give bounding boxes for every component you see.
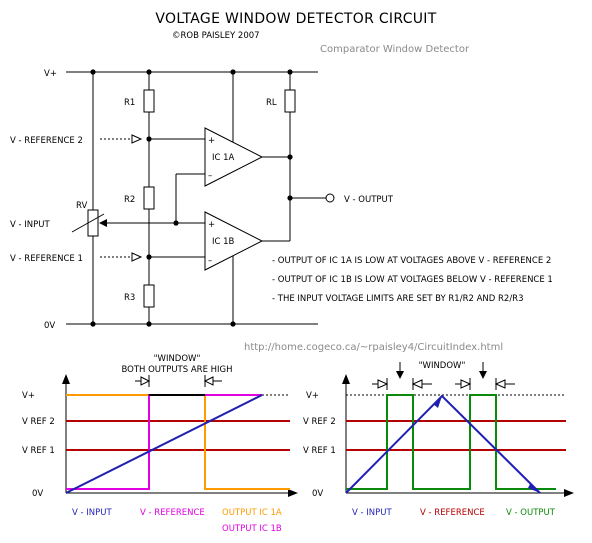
- r3-resistor: [143, 284, 155, 308]
- rv-label: RV: [76, 201, 87, 211]
- left-graph: V+ V REF 2 V REF 1 0V "WINDOW" BOTH OUTP…: [22, 354, 298, 534]
- rl-label: RL: [266, 98, 277, 108]
- v-input-label: V - INPUT: [10, 220, 50, 230]
- ic1b-label: IC 1B: [212, 237, 235, 247]
- vplus-label: V+: [44, 69, 57, 79]
- svg-text:+: +: [208, 136, 215, 146]
- left-legend-out-a: OUTPUT IC 1A: [222, 508, 282, 518]
- svg-text:V+: V+: [22, 391, 35, 401]
- svg-text:V REF 2: V REF 2: [303, 417, 336, 427]
- v-ref1-label: V - REFERENCE 1: [10, 254, 83, 264]
- input-arrowhead: [99, 219, 107, 227]
- v-ref2-label: V - REFERENCE 2: [10, 136, 83, 146]
- note-1: - OUTPUT OF IC 1A IS LOW AT VOLTAGES ABO…: [272, 256, 551, 266]
- r2-resistor: [143, 186, 155, 210]
- right-legend-reference: V - REFERENCE: [420, 508, 485, 518]
- svg-text:V REF 1: V REF 1: [22, 446, 55, 456]
- r2-label: R2: [124, 195, 135, 205]
- left-output-ic1b: [66, 394, 205, 490]
- left-output-ic1a: [66, 394, 290, 490]
- svg-text:V REF 1: V REF 1: [303, 446, 336, 456]
- svg-text:–: –: [208, 256, 212, 266]
- left-window-desc: BOTH OUTPUTS ARE HIGH: [121, 365, 232, 375]
- ic1a-opamp: [204, 127, 264, 187]
- r3-label: R3: [124, 293, 135, 303]
- left-legend-out-b: OUTPUT IC 1B: [222, 524, 282, 534]
- page-title: VOLTAGE WINDOW DETECTOR CIRCUIT: [155, 11, 436, 27]
- copyright-text: ©ROB PAISLEY 2007: [172, 31, 260, 41]
- subtitle: Comparator Window Detector: [320, 44, 470, 55]
- right-output-wave: [346, 394, 556, 490]
- rv-wiper-slash: [71, 213, 105, 233]
- note-3: - THE INPUT VOLTAGE LIMITS ARE SET BY R1…: [272, 294, 524, 304]
- left-window-label: "WINDOW": [154, 354, 201, 364]
- svg-text:V REF 2: V REF 2: [22, 417, 55, 427]
- r1-label: R1: [124, 98, 135, 108]
- right-window-label: "WINDOW": [419, 361, 466, 371]
- r1-resistor: [143, 89, 155, 113]
- zero-v-label: 0V: [44, 321, 55, 331]
- svg-text:–: –: [208, 171, 212, 181]
- left-input-ramp: [65, 394, 263, 494]
- left-legend-input: V - INPUT: [72, 508, 112, 518]
- schematic: V+ 0V RV V - INPUT R1 R2 R3 V - REFERENC…: [10, 69, 394, 331]
- source-url: http://home.cogeco.ca/~rpaisley4/Circuit…: [244, 342, 503, 353]
- note-2: - OUTPUT OF IC 1B IS LOW AT VOLTAGES BEL…: [272, 275, 553, 285]
- left-legend-reference: V - REFERENCE: [140, 508, 205, 518]
- rl-resistor: [284, 89, 296, 113]
- right-input-wave: [345, 394, 541, 494]
- right-legend-input: V - INPUT: [352, 508, 392, 518]
- svg-text:0V: 0V: [32, 489, 43, 499]
- rv-resistor: [87, 209, 99, 237]
- right-graph: V+ V REF 2 V REF 1 0V "WINDOW" V - INPUT…: [303, 361, 574, 518]
- v-output-label: V - OUTPUT: [344, 195, 394, 205]
- svg-text:V+: V+: [306, 391, 319, 401]
- svg-text:0V: 0V: [312, 489, 323, 499]
- ic1a-label: IC 1A: [212, 153, 235, 163]
- output-terminal: [325, 193, 335, 203]
- svg-text:+: +: [208, 220, 215, 230]
- ic1b-opamp: [204, 211, 264, 271]
- right-legend-output: V - OUTPUT: [506, 508, 556, 518]
